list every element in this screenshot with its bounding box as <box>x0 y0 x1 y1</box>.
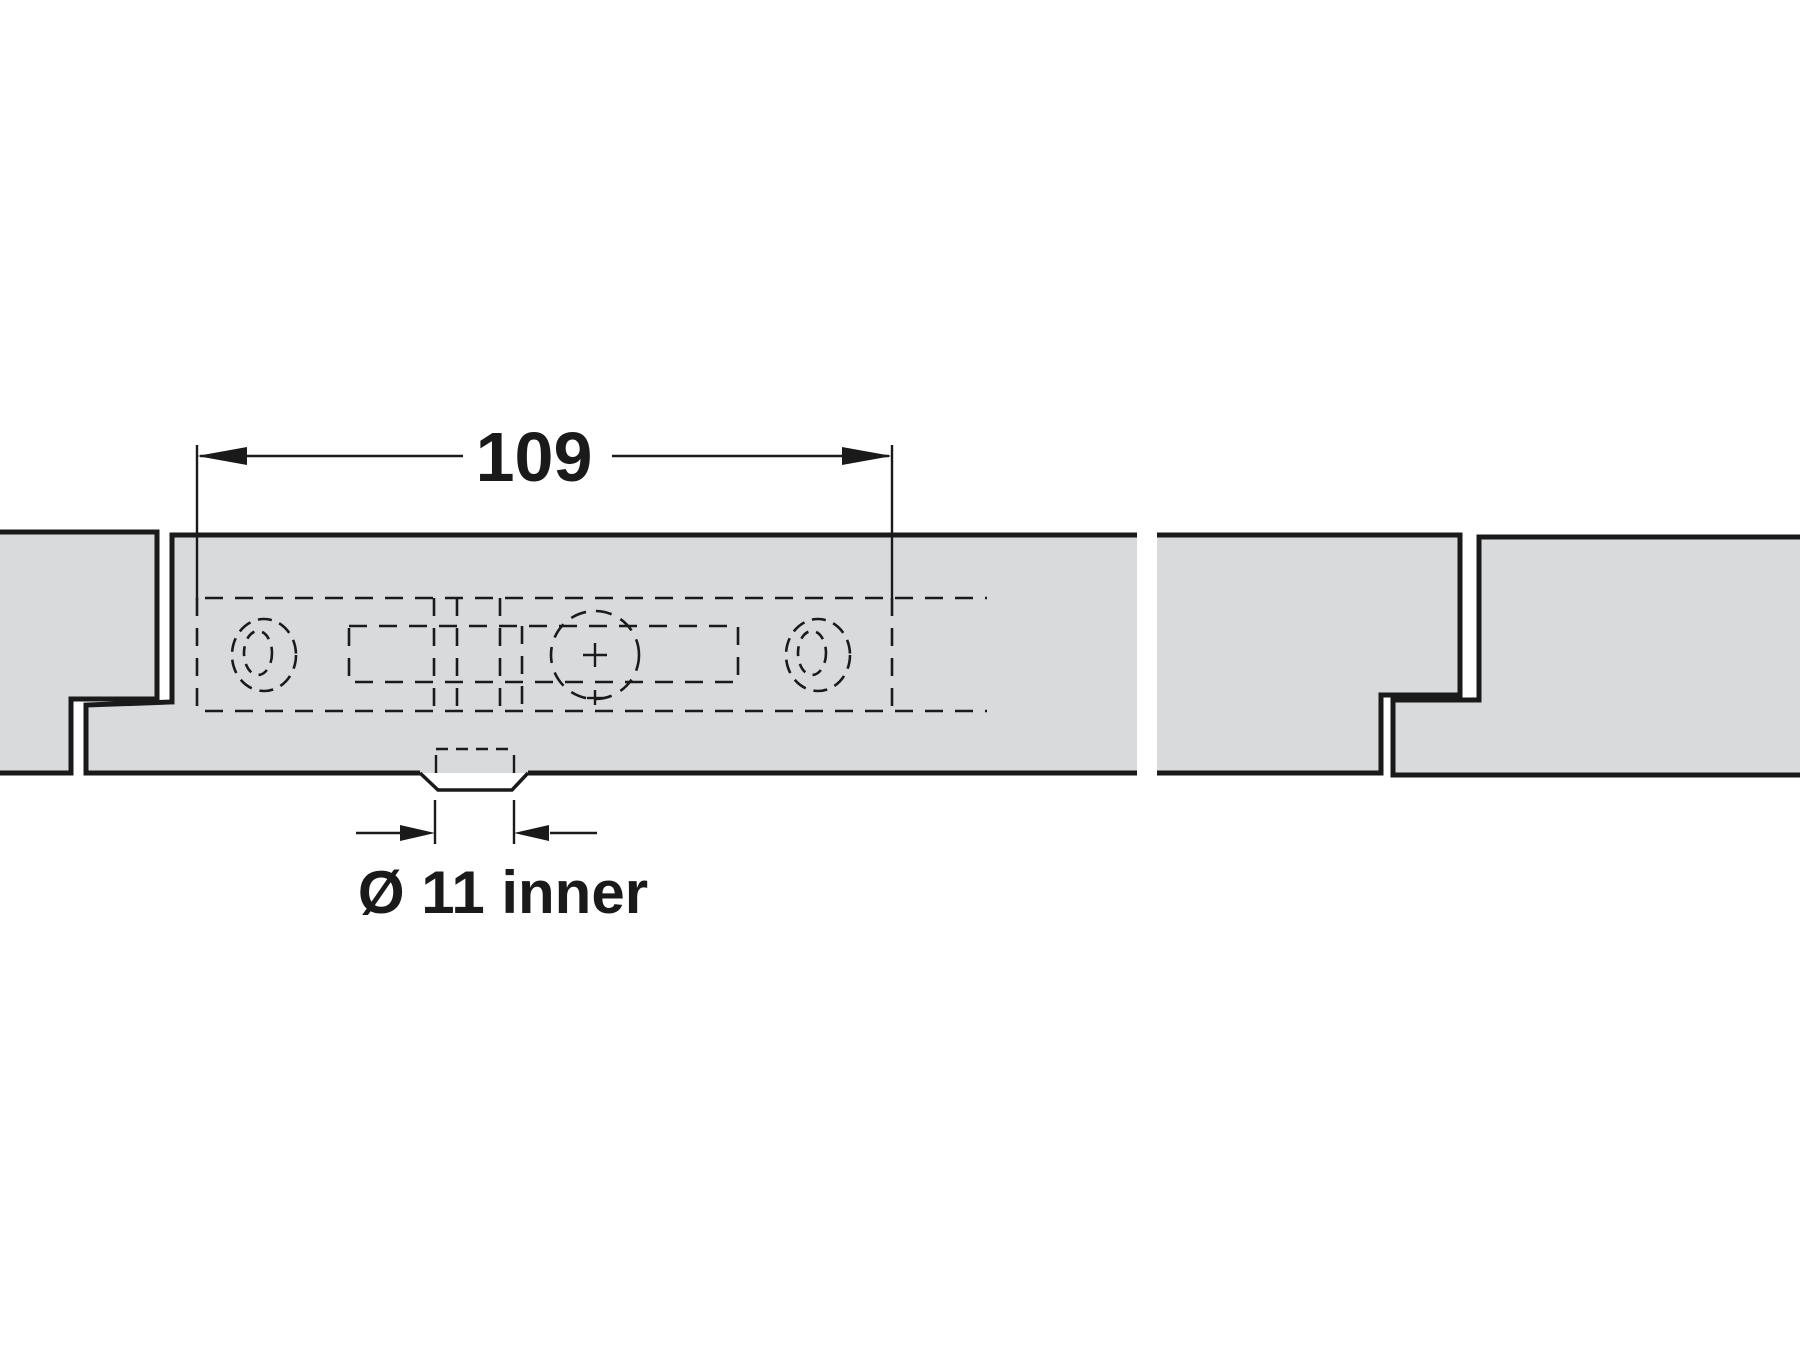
left-panel-piece <box>0 529 160 776</box>
hole-diameter-label: Ø 11 inner <box>358 859 648 926</box>
arrow-left-icon <box>514 825 549 841</box>
screw-hole-right <box>784 617 852 693</box>
main-panel <box>83 532 1137 776</box>
hidden-connector <box>195 596 987 792</box>
cam-center <box>549 609 641 705</box>
arrow-right-icon <box>842 447 892 465</box>
dimension-109: 109 <box>195 418 894 600</box>
dimension-109-label: 109 <box>476 418 593 496</box>
screw-hole-left <box>230 617 298 693</box>
bottom-hole <box>418 747 530 792</box>
arrow-right-icon <box>400 825 435 841</box>
arrow-left-icon <box>197 447 247 465</box>
dimension-hole-diameter: Ø 11 inner <box>356 800 648 926</box>
right-panel-piece <box>1390 534 1800 778</box>
middle-panel-piece <box>1157 532 1463 776</box>
